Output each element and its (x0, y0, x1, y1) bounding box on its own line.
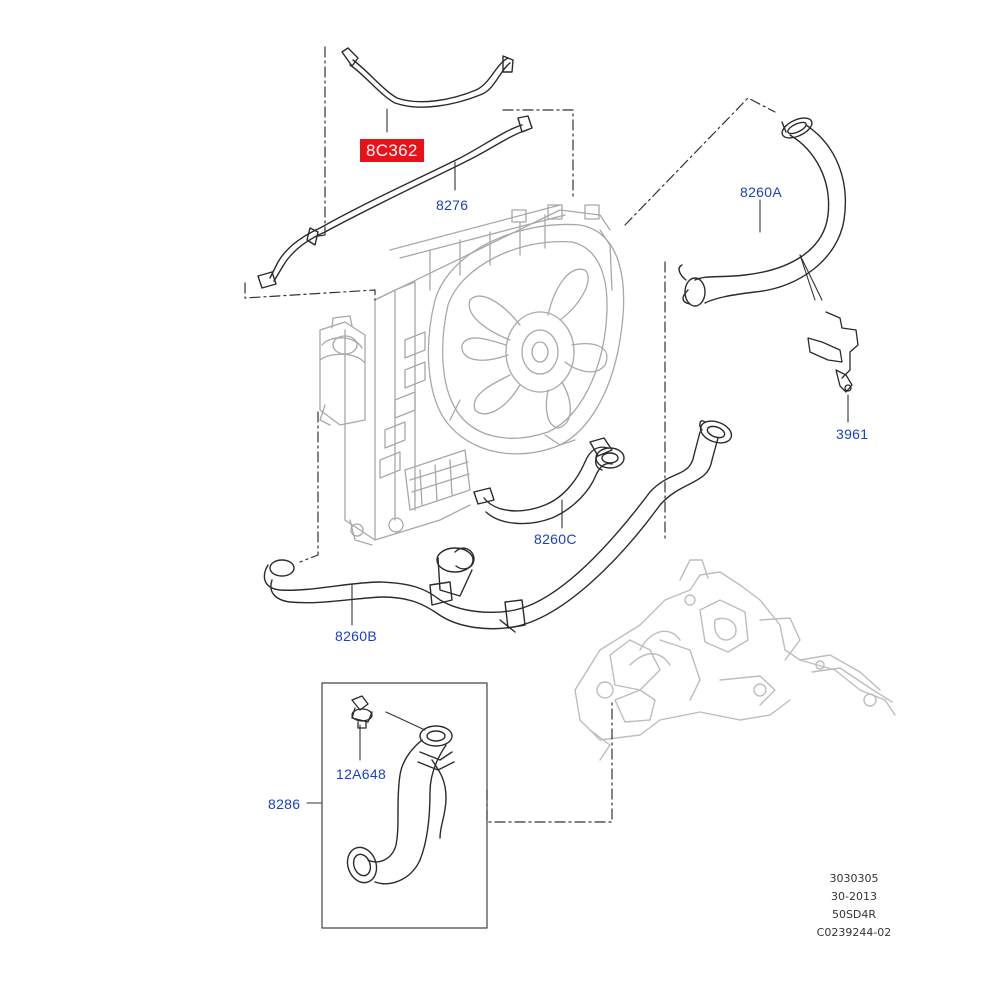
part-label-8260C[interactable]: 8260C (534, 531, 577, 547)
part-8276-hose (257, 115, 533, 289)
part-label-8C362[interactable]: 8C362 (360, 139, 424, 162)
reference-line: 30-2013 (831, 890, 877, 903)
solid-leaders (306, 108, 849, 804)
part-8286-hose (346, 725, 455, 885)
part-8260A-hose (678, 117, 847, 307)
part-label-3961[interactable]: 3961 (836, 426, 869, 442)
reference-line: C0239244-02 (816, 926, 892, 939)
part-8260B-hose (263, 420, 733, 633)
part-8C362-hose (341, 47, 514, 108)
part-8260C-hose (473, 437, 625, 525)
part-8286-frame (321, 682, 488, 929)
engine-ghost-outline (574, 559, 896, 761)
part-label-8260A[interactable]: 8260A (740, 184, 782, 200)
part-label-12A648[interactable]: 12A648 (336, 766, 387, 782)
part-label-8260B[interactable]: 8260B (335, 628, 377, 644)
illustration-reference: 3030305 30-2013 50SD4R C0239244-02 (804, 870, 904, 942)
part-12A648-sensor (351, 695, 373, 729)
part-label-8276[interactable]: 8276 (436, 197, 469, 213)
expansion-tank (319, 315, 366, 426)
part-label-8286[interactable]: 8286 (268, 796, 301, 812)
reference-line: 3030305 (829, 872, 879, 885)
leader-lines (244, 46, 776, 823)
reference-line: 50SD4R (831, 908, 877, 921)
part-3961-bracket (807, 311, 859, 393)
radiator-core (344, 204, 611, 546)
cooling-fan (427, 223, 625, 455)
